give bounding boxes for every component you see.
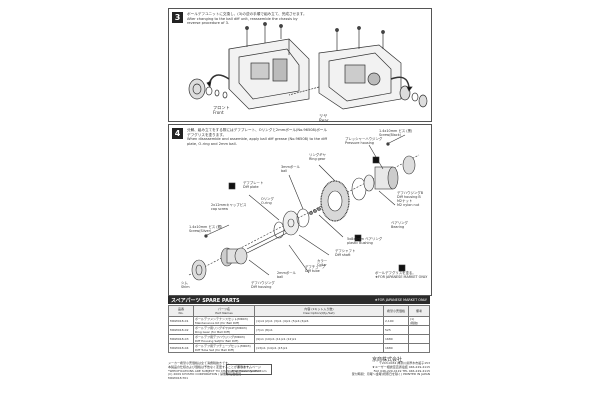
cell-no: MDW018-03 (168, 334, 194, 344)
cell-price: 1680 (383, 343, 409, 353)
cell-desc: (13)x1 (14)x1 (15)x1 (254, 343, 384, 353)
step-3-chassis-drawing (188, 22, 428, 110)
label-cap-screw: 2x12mmキャップビス cap screw (211, 203, 247, 211)
cell-note (408, 325, 430, 335)
cell-name: ボールデフ用デフハウジング(MR03) Diff Housing Set(for… (193, 334, 255, 344)
homepage-box: 京商ホームページ http://www.kyosho.com (226, 364, 272, 375)
step-3-panel: 3 ボールデフユニットに交換し、(3)の逆の手順で組み立て、完成させます。 Af… (168, 8, 432, 123)
label-diff-shaft: デフシャフト Diff shaft (335, 249, 356, 257)
step-4-instruction: 分解、組み立てをする際にはデフプレート、Oリングと2mmボール(No.96508… (187, 128, 328, 146)
col-header-no: 品番 No. (168, 305, 194, 317)
step-3-instruction: ボールデフユニットに交換し、(3)の逆の手順で組み立て、完成させます。 Afte… (187, 12, 307, 26)
table-row: MDW018-01 ボールデフメンテナンスセット(MR03) Maintenan… (168, 316, 430, 326)
col-header-price: 希望小売価格 (383, 305, 409, 317)
footer-contact: 〒243-0034 神奈川県厚木市船子153 ★ユーザー相談室直通電話 046-… (351, 361, 430, 377)
cell-name: ボールデフ用リングギヤ(64T)(MR03) Ring Gear (for Ba… (193, 325, 255, 335)
label-m2-nut: デフハウジングB Diff housing B M2ナット M2 nylon n… (397, 191, 424, 207)
table-row: MDW018-02 ボールデフ用リングギヤ(64T)(MR03) Ring Ge… (168, 325, 430, 335)
grease-note: ボールデフグリスを塗る。 ★FOR JAPANESE MARKET ONLY (375, 271, 428, 279)
cell-no: MDW018-04 (168, 343, 194, 353)
cell-no: MDW018-01 (168, 316, 194, 326)
table-row: MDW018-04 ボールデフ用デフチューブセット(MR03) Diff Tub… (168, 343, 430, 353)
footer-disclaimer: メーカー希望小売価格は全て消費税抜きです。 本製品の仕様および価格は予告なく変更… (168, 361, 262, 381)
cell-name: ボールデフメンテナンスセット(MR03) Maintenance Kit (fo… (193, 316, 255, 326)
cell-no: MDW018-02 (168, 325, 194, 335)
front-label: フロント Front (213, 105, 230, 115)
label-plastic-bushing: 5x8x2mm ベアリング plastic Bushing (347, 237, 383, 245)
label-2mm-ball: 2mmボール ball (277, 271, 296, 279)
step-4-panel: 4 分解、組み立てをする際にはデフプレート、Oリングと2mmボール(No.965… (168, 124, 432, 296)
col-header-name: パーツ名 Part Names (193, 305, 255, 317)
label-collar: カラー Collar (317, 259, 328, 267)
cell-note (408, 343, 430, 353)
label-diff-plate: デフプレート Diff plate (243, 181, 264, 189)
step-3-number: 3 (172, 12, 183, 23)
spare-parts-table: 品番 No. パーツ名 Part Names 内容 (1キット入り数) Desc… (168, 305, 430, 353)
homepage-title: 京商ホームページ (237, 365, 261, 369)
label-screw-black: 1.4x10mm ビス (黒) Screw(Black) (379, 129, 413, 137)
label-bearing: ベアリング Bearing (391, 221, 408, 229)
col-header-desc: 内容 (1キット入り数) Description(Qty./Set) (254, 305, 384, 317)
spare-parts-note: ★FOR JAPANESE MARKET ONLY (374, 298, 427, 302)
label-diff-tube: デフチューブ Diff tube (305, 265, 326, 273)
label-o-ring: Oリング O-ring (261, 197, 274, 205)
brand-name: 京商株式会社 (372, 357, 403, 363)
spare-parts-title: スペアパーツ SPARE PARTS (171, 298, 240, 304)
col-header-note: 備考 (408, 305, 430, 317)
table-row: MDW018-03 ボールデフ用デフハウジング(MR03) Diff Housi… (168, 334, 430, 344)
label-shim: シム Shim (181, 281, 190, 289)
cell-price: 525 (383, 325, 409, 335)
step-4-number: 4 (172, 128, 183, 139)
cell-desc: (7)x1 (8)x1 (254, 325, 384, 335)
homepage-url-link[interactable]: http://www.kyosho.com (231, 369, 267, 373)
table-header-row: 品番 No. パーツ名 Part Names 内容 (1キット入り数) Desc… (168, 305, 430, 317)
label-diff-housing: デフハウジング Diff housing (251, 281, 275, 289)
label-screw-silver: 1.4x10mm ビス (銀) Screw(Silver) (189, 225, 223, 233)
cell-price: 2,100 (383, 316, 409, 326)
cell-desc: (9)x1 (10)x1 (11)x1 (12)x1 (254, 334, 384, 344)
cell-note (408, 334, 430, 344)
cell-note: (1) (税抜) (408, 316, 430, 326)
label-pressure-housing: プレッシャーハウジング Pressure housing (345, 137, 383, 145)
step-4-ball-diff-exploded-drawing (188, 134, 420, 281)
label-ring-gear: リングギヤ Ring gear (309, 153, 326, 161)
rear-label: リヤ Rear (319, 113, 329, 123)
label-3mm-ball: 3mmボール ball (281, 165, 300, 173)
cell-price: 1680 (383, 334, 409, 344)
cell-desc: (1)x4 (2)x1 (3)x1 (4)x1 (5)x4 (6)x6 (254, 316, 384, 326)
spare-parts-header-bar: スペアパーツ SPARE PARTS ★FOR JAPANESE MARKET … (168, 296, 430, 304)
cell-name: ボールデフ用デフチューブセット(MR03) Diff Tube Set (for… (193, 343, 255, 353)
